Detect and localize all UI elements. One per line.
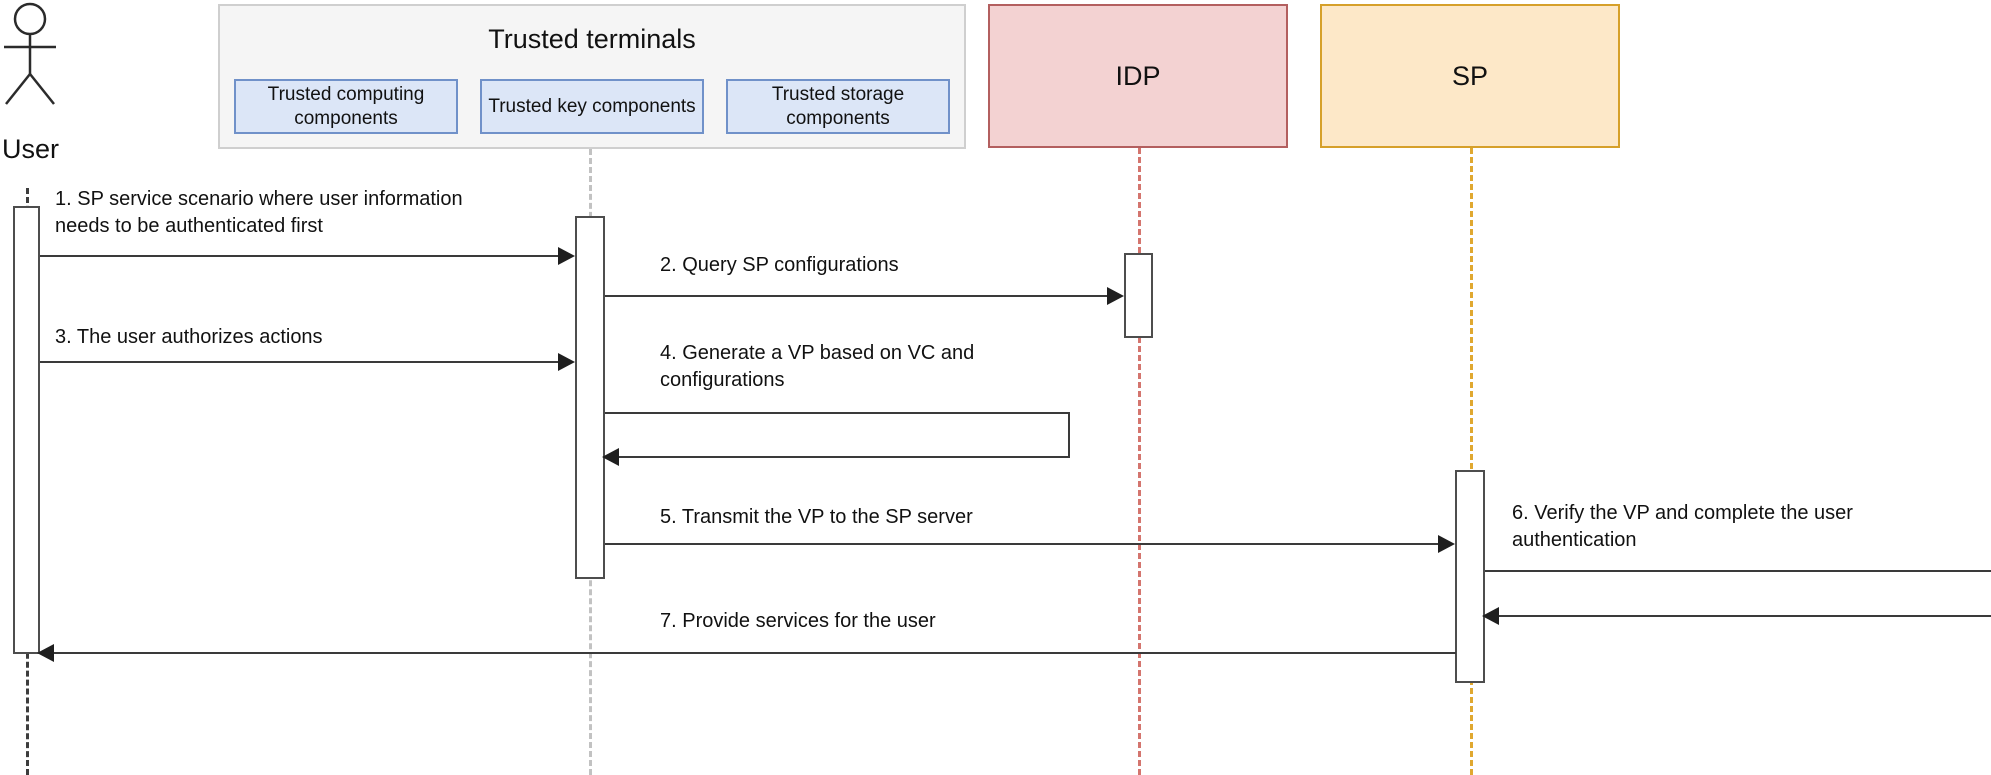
message-label-3: 3. The user authorizes actions (55, 326, 323, 348)
activation-bar-idp (1124, 253, 1153, 338)
message-arrowhead-3 (558, 353, 575, 371)
message-arrowhead-7 (37, 644, 54, 662)
participant-header-sp[interactable]: SP (1320, 4, 1620, 148)
activation-bar-user (13, 206, 40, 654)
component-trusted-computing-components[interactable]: Trusted computing components (234, 79, 458, 134)
message-arrowhead-4 (602, 448, 619, 466)
lifeline-idp (1138, 148, 1141, 775)
message-line-7 (47, 652, 1456, 654)
participant-header-idp[interactable]: IDP (988, 4, 1288, 148)
component-trusted-key-components[interactable]: Trusted key components (480, 79, 704, 134)
actor-stick-figure-icon (4, 2, 56, 105)
activation-bar-sp (1455, 470, 1485, 683)
message-arrowhead-1 (558, 247, 575, 265)
message-label-1: 1. SP service scenario where user inform… (55, 188, 463, 237)
message-line-3 (40, 361, 561, 363)
message-label-2: 2. Query SP configurations (660, 254, 899, 276)
message-line-5 (605, 543, 1441, 545)
message-line-2 (605, 295, 1108, 297)
message-arrowhead-5 (1438, 535, 1455, 553)
message-line-6-bottom (1485, 615, 1991, 617)
message-arrowhead-2 (1107, 287, 1124, 305)
message-line-4-top (605, 412, 1070, 414)
message-label-5: 5. Transmit the VP to the SP server (660, 506, 973, 528)
actor-label-user: User (2, 134, 60, 164)
component-trusted-storage-components[interactable]: Trusted storage components (726, 79, 950, 134)
message-label-6: 6. Verify the VP and complete the user a… (1512, 502, 1853, 551)
participant-label-trusted-terminals: Trusted terminals (488, 24, 696, 54)
message-arrowhead-6 (1482, 607, 1499, 625)
participant-header-trusted-terminals[interactable]: Trusted terminals Trusted computing comp… (218, 4, 966, 149)
message-label-7: 7. Provide services for the user (660, 610, 936, 632)
activation-bar-trusted-terminals (575, 216, 605, 579)
lifeline-sp (1470, 148, 1473, 775)
message-line-4-bottom (605, 456, 1070, 458)
message-line-4-right (1068, 412, 1070, 457)
message-line-6-top (1485, 570, 1991, 572)
message-line-1 (40, 255, 561, 257)
message-label-4: 4. Generate a VP based on VC and configu… (660, 342, 975, 391)
